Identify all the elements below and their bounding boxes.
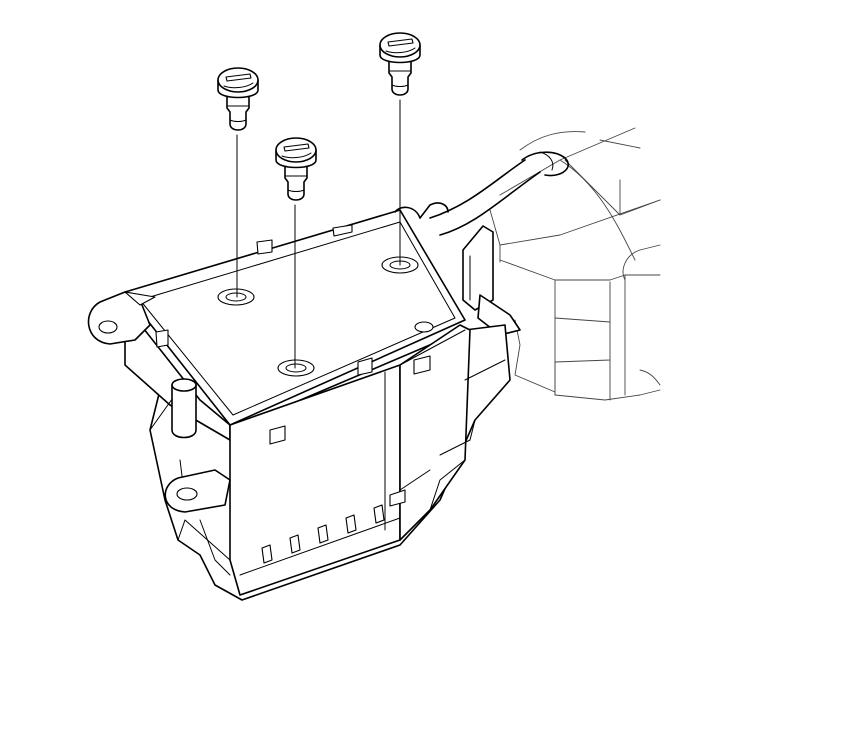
leader-lines (236, 99, 401, 369)
screw-middle-icon (275, 137, 317, 201)
mounting-ear-lower (164, 469, 231, 513)
screw-left-icon (217, 67, 259, 131)
screw-right-icon (379, 32, 421, 96)
screws-group (217, 32, 421, 201)
steering-column-bracket (489, 127, 661, 401)
locating-pin (171, 378, 197, 439)
ribbon-connector (462, 225, 521, 336)
wire-harness (429, 151, 569, 236)
mounting-ear-upper (87, 291, 156, 345)
